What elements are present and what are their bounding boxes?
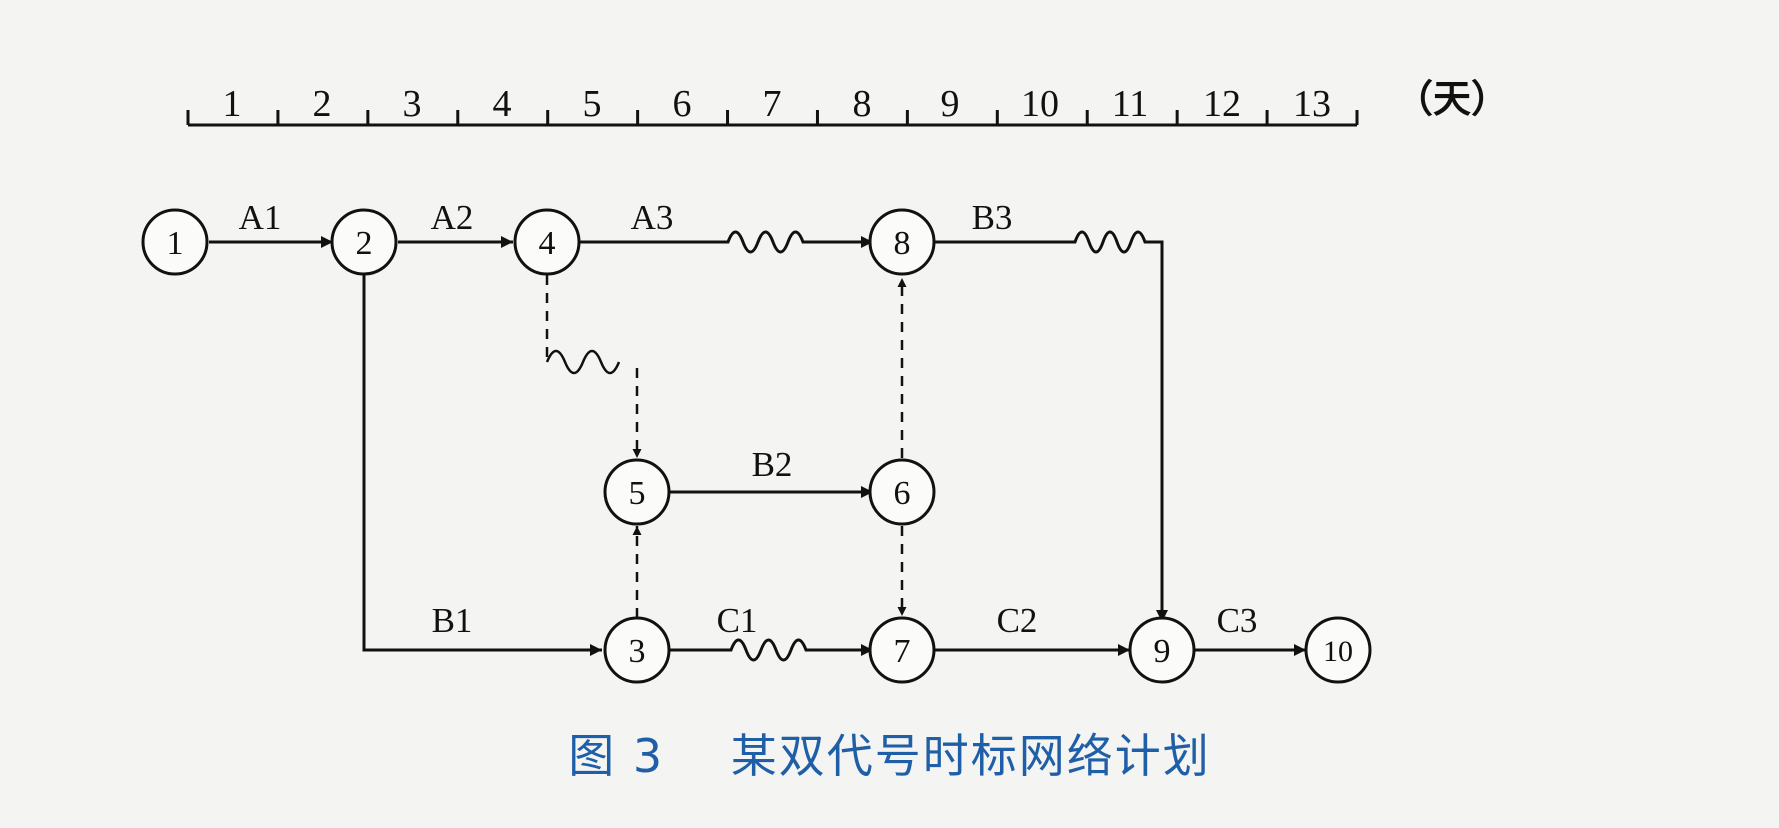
node-5: 5 bbox=[603, 458, 671, 526]
tick-label-8: 8 bbox=[853, 83, 872, 125]
tick-label-13: 13 bbox=[1293, 83, 1331, 125]
figure-number: 图 3 bbox=[568, 729, 665, 783]
activity-label-a3: A3 bbox=[631, 198, 674, 237]
node-4-label: 4 bbox=[539, 225, 556, 262]
activity-label-c2: C2 bbox=[997, 601, 1038, 640]
tick-label-12: 12 bbox=[1203, 83, 1241, 125]
tick-label-11: 11 bbox=[1112, 83, 1149, 125]
node-8-label: 8 bbox=[894, 225, 911, 262]
dummy-arrow-4-5-wave bbox=[545, 349, 621, 375]
activity-label-a1: A1 bbox=[239, 198, 282, 237]
activity-arrows bbox=[209, 230, 1306, 662]
tick-label-9: 9 bbox=[941, 83, 960, 125]
time-scale-tick-marks bbox=[186, 110, 1359, 125]
node-8: 8 bbox=[868, 208, 936, 276]
tick-label-10: 10 bbox=[1021, 83, 1059, 125]
node-10: 10 bbox=[1304, 616, 1372, 684]
node-10-label: 10 bbox=[1323, 635, 1353, 668]
node-7: 7 bbox=[868, 616, 936, 684]
activity-label-b2: B2 bbox=[752, 445, 793, 484]
node-9-label: 9 bbox=[1154, 633, 1171, 670]
node-7-label: 7 bbox=[894, 633, 911, 670]
node-6-label: 6 bbox=[894, 475, 911, 512]
activity-arrow-c1 bbox=[670, 638, 873, 662]
node-2-label: 2 bbox=[356, 225, 373, 262]
node-1-label: 1 bbox=[167, 225, 184, 262]
node-3: 3 bbox=[603, 616, 671, 684]
tick-label-5: 5 bbox=[583, 83, 602, 125]
activity-labels: A1 A2 A3 B3 B2 B1 C1 C2 C3 bbox=[239, 198, 1258, 640]
activity-label-c1: C1 bbox=[717, 601, 758, 640]
tick-label-6: 6 bbox=[673, 83, 692, 125]
tick-label-1: 1 bbox=[223, 83, 242, 125]
activity-label-c3: C3 bbox=[1217, 601, 1258, 640]
time-unit-label: （天） bbox=[1395, 77, 1509, 121]
node-2: 2 bbox=[330, 208, 398, 276]
node-9: 9 bbox=[1128, 616, 1196, 684]
tick-label-2: 2 bbox=[313, 83, 332, 125]
activity-label-a2: A2 bbox=[431, 198, 474, 237]
activity-label-b3: B3 bbox=[972, 198, 1013, 237]
figure-title: 某双代号时标网络计划 bbox=[730, 729, 1211, 783]
node-6: 6 bbox=[868, 458, 936, 526]
activity-label-b1: B1 bbox=[432, 601, 473, 640]
tick-label-3: 3 bbox=[403, 83, 422, 125]
tick-label-7: 7 bbox=[763, 83, 782, 125]
event-nodes: 1 2 4 8 5 6 3 7 bbox=[141, 208, 1372, 684]
activity-arrow-a3 bbox=[578, 230, 873, 254]
dummy-arrows bbox=[545, 275, 907, 618]
node-3-label: 3 bbox=[629, 633, 646, 670]
tick-label-4: 4 bbox=[493, 83, 512, 125]
node-1: 1 bbox=[141, 208, 209, 276]
caption-gap bbox=[664, 729, 731, 783]
time-scale: 1 2 3 4 5 6 7 8 9 10 11 12 13 （天） bbox=[186, 77, 1509, 127]
activity-arrow-b1 bbox=[362, 275, 602, 656]
activity-arrow-b3 bbox=[930, 230, 1168, 622]
node-4: 4 bbox=[513, 208, 581, 276]
figure-caption: 图 3 某双代号时标网络计划 bbox=[0, 720, 1779, 786]
node-5-label: 5 bbox=[629, 475, 646, 512]
